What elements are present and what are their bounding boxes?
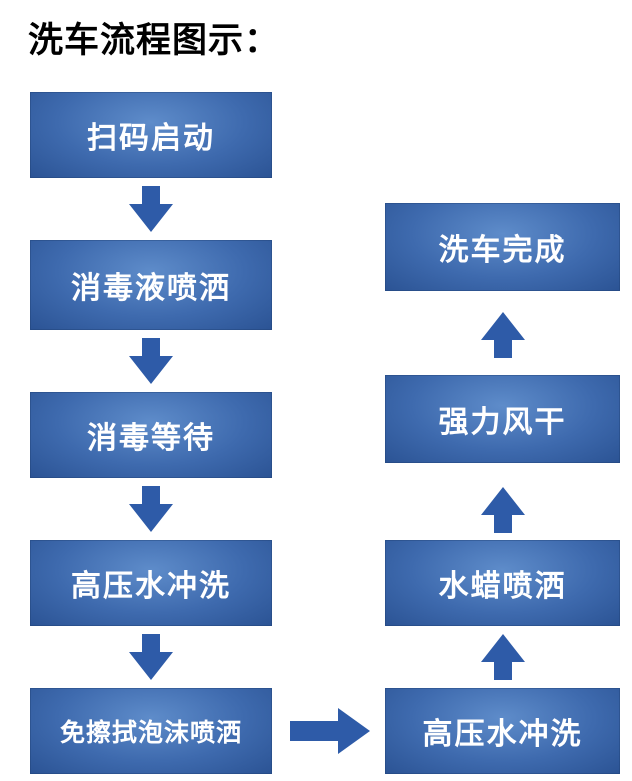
flow-node-high-pressure-rinse-2: 高压水冲洗 — [385, 688, 620, 774]
up-arrow-icon — [481, 634, 525, 680]
flow-node-label: 扫码启动 — [87, 121, 215, 156]
up-arrow-icon — [481, 487, 525, 533]
flow-node-label: 洗车完成 — [438, 233, 567, 268]
flow-node-label: 强力风干 — [438, 405, 567, 440]
flow-node-scan-to-start: 扫码启动 — [30, 92, 272, 178]
down-arrow-icon — [129, 186, 173, 232]
flow-node-disinfectant-spray: 消毒液喷洒 — [30, 240, 272, 330]
flow-node-high-pressure-rinse-1: 高压水冲洗 — [30, 540, 272, 626]
flow-node-wash-complete: 洗车完成 — [385, 203, 620, 291]
flow-node-water-wax-spray: 水蜡喷洒 — [385, 540, 620, 626]
flow-node-disinfection-wait: 消毒等待 — [30, 392, 272, 478]
down-arrow-icon — [129, 634, 173, 680]
flow-node-label: 高压水冲洗 — [71, 569, 231, 604]
page-title: 洗车流程图示： — [28, 21, 281, 61]
flow-node-label: 水蜡喷洒 — [438, 569, 567, 604]
right-arrow-icon — [290, 708, 370, 754]
flow-node-power-air-dry: 强力风干 — [385, 375, 620, 463]
flow-node-label: 消毒等待 — [87, 421, 215, 456]
flow-node-label: 高压水冲洗 — [422, 717, 583, 752]
down-arrow-icon — [129, 338, 173, 384]
down-arrow-icon — [129, 486, 173, 532]
flow-node-label: 消毒液喷洒 — [71, 271, 231, 306]
flow-node-label: 免擦拭泡沫喷洒 — [59, 718, 242, 747]
up-arrow-icon — [481, 312, 525, 358]
flow-node-foam-spray: 免擦拭泡沫喷洒 — [30, 688, 272, 774]
